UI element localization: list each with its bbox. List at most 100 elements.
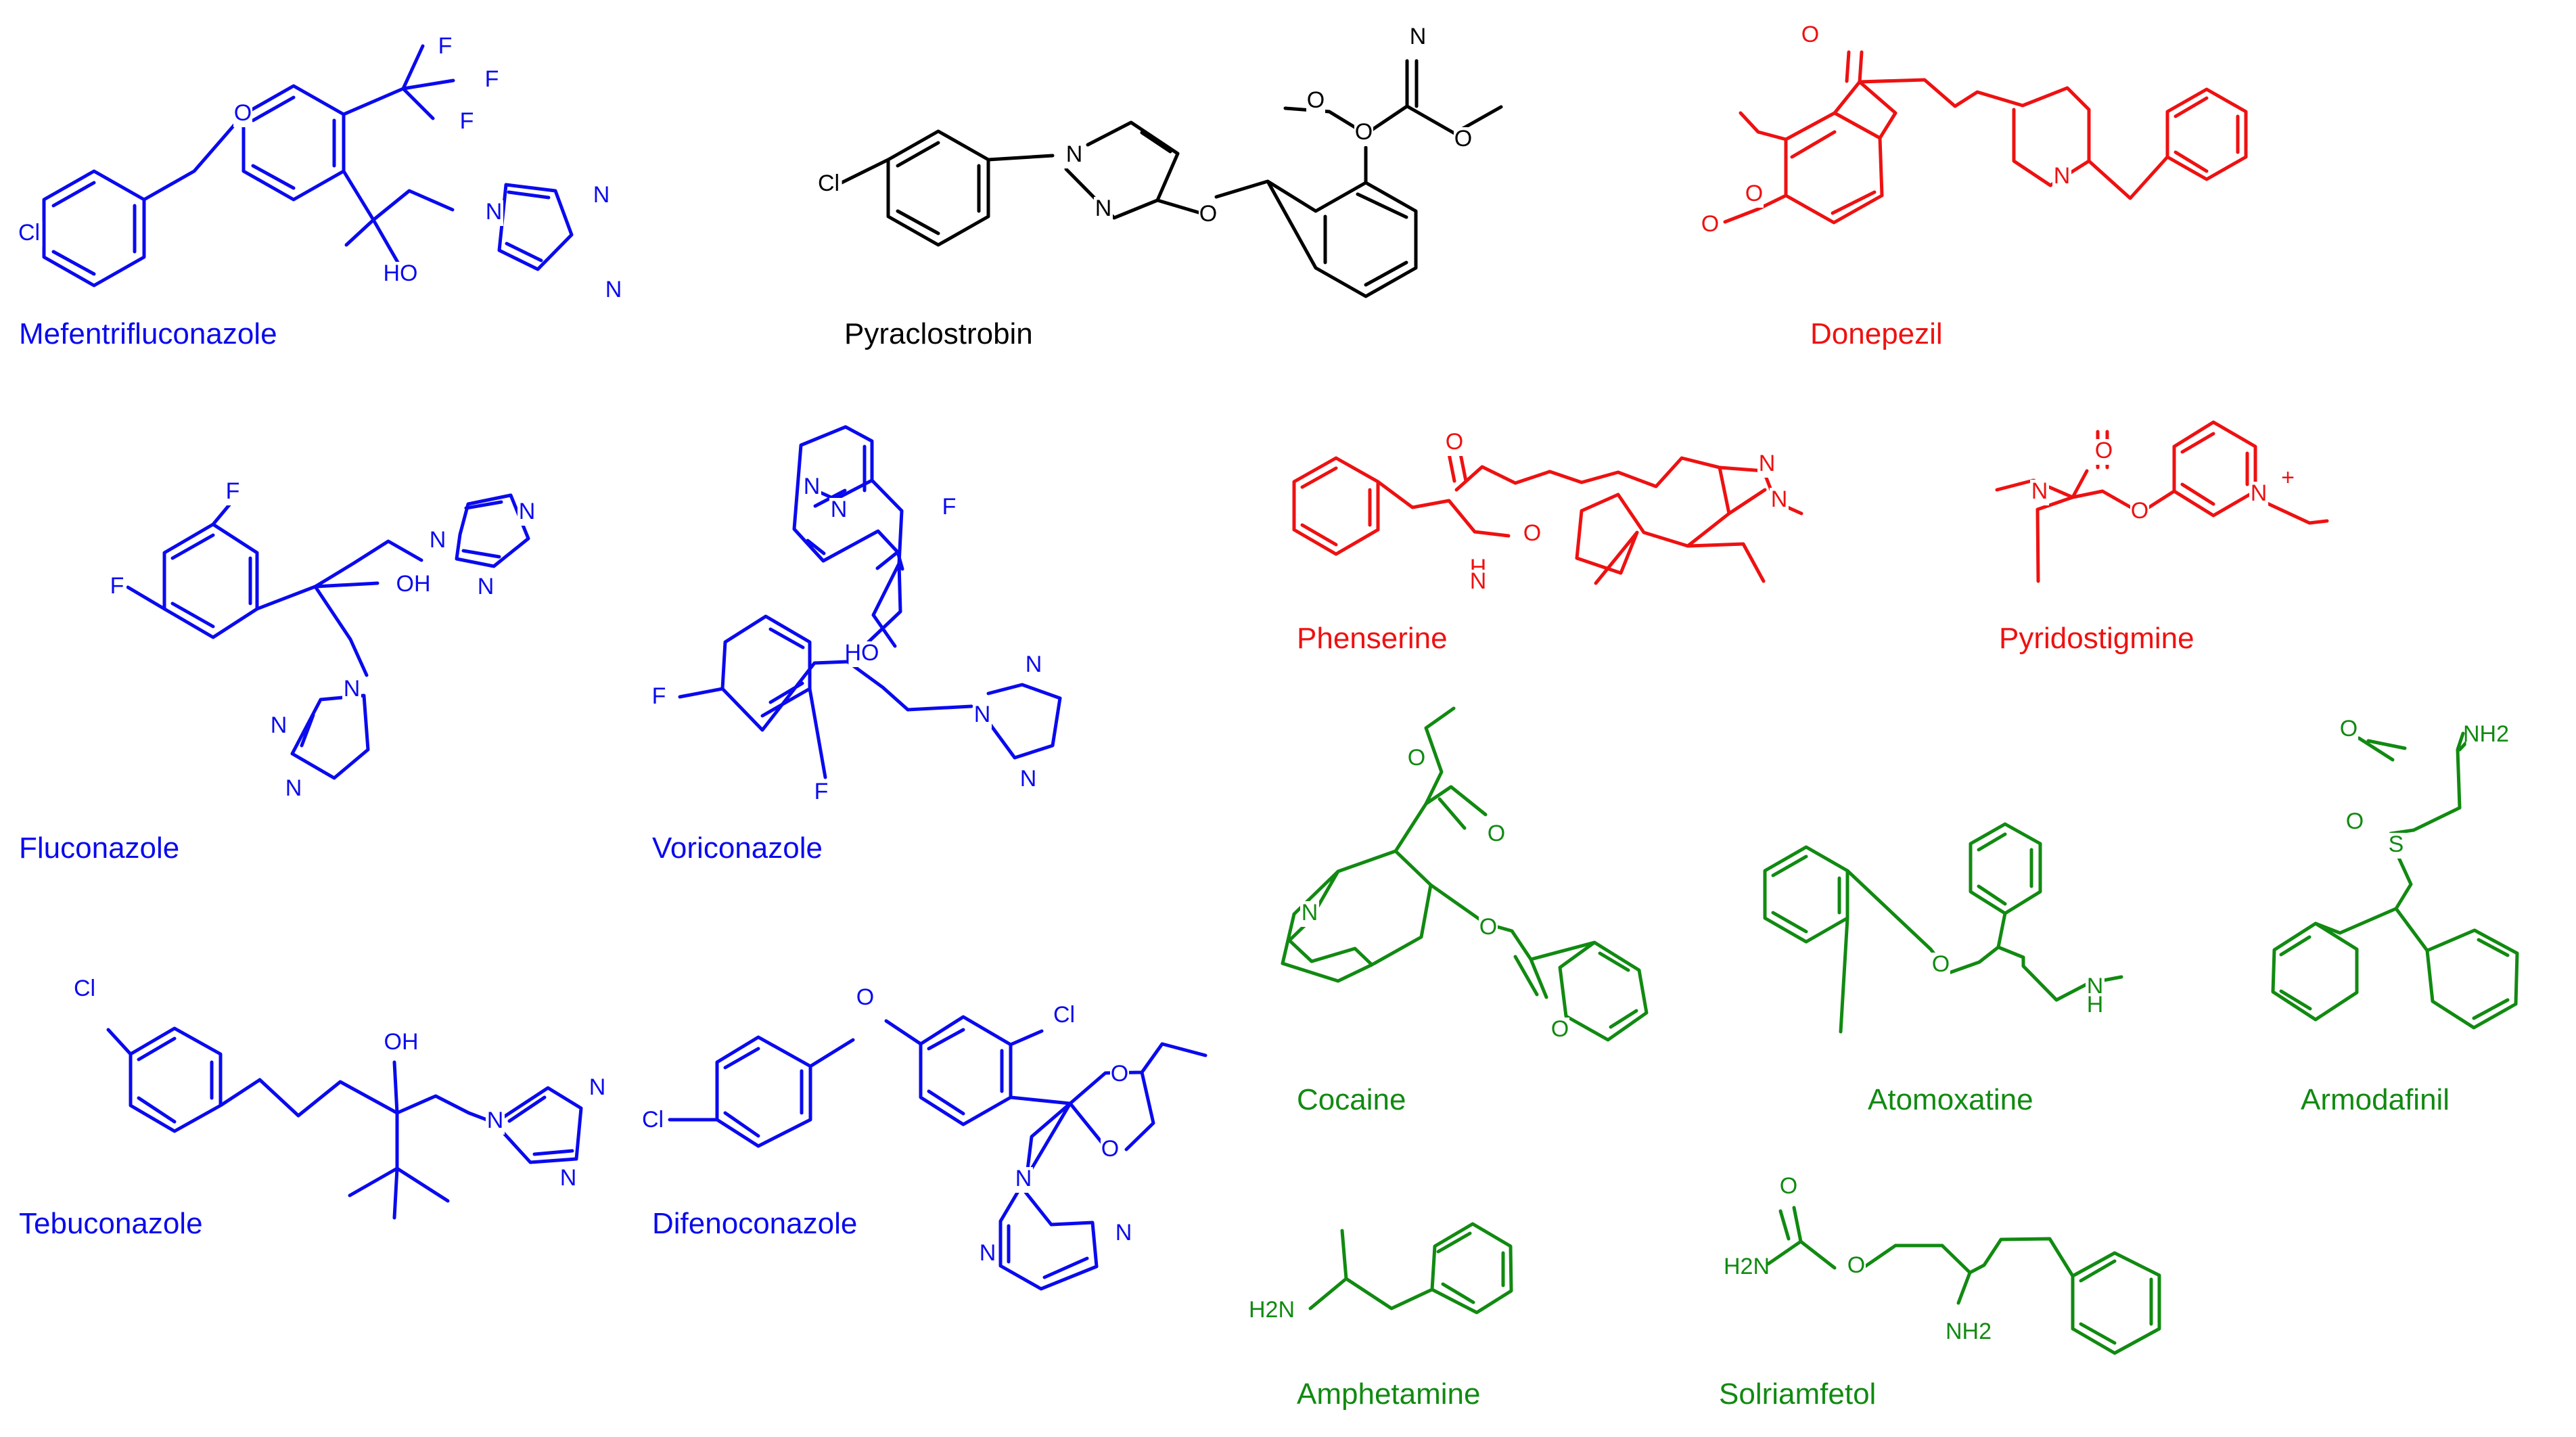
mefentrifluconazole-atom-backdrop	[436, 35, 455, 60]
pyraclostrobin-atom-backdrop	[1454, 127, 1473, 153]
amphetamine-atom-backdrop	[1251, 1298, 1292, 1324]
pyridostigmine-atom-label: N	[2031, 478, 2048, 504]
armodafinil-atom-backdrop	[2339, 717, 2358, 743]
pyraclostrobin-atom-label: N	[1066, 141, 1083, 167]
mefentrifluconazole-atom-label: HO	[384, 260, 418, 286]
atomoxatine-atom-backdrop	[2086, 993, 2104, 1019]
armodafinil-atom-backdrop	[2387, 833, 2406, 859]
phenserine-atom-backdrop	[1770, 488, 1789, 514]
mefentrifluconazole-atom-label: N	[593, 182, 610, 208]
tebuconazole-atom-backdrop	[71, 977, 98, 1003]
atomoxatine-name-label: Atomoxatine	[1868, 1083, 2033, 1116]
cocaine-atom-backdrop	[1300, 901, 1319, 927]
difenoconazole-atom-label: Cl	[642, 1107, 664, 1133]
armodafinil-atom-backdrop	[2345, 810, 2364, 836]
voriconazole-atom-label: N	[831, 497, 848, 522]
voriconazole-bonds	[678, 425, 1062, 779]
pyridostigmine-atom-backdrop	[2094, 439, 2113, 465]
difenoconazole-atom-label: O	[1111, 1061, 1128, 1087]
tebuconazole-bonds	[106, 1026, 583, 1220]
solriamfetol-atom-backdrop	[1948, 1320, 1989, 1346]
phenserine-name-label: Phenserine	[1297, 622, 1448, 655]
cocaine-atom-label: O	[1408, 745, 1425, 771]
solriamfetol-atom-label: H2N	[1724, 1254, 1770, 1279]
armodafinil-atom-label: O	[2346, 808, 2364, 834]
cocaine-atom-backdrop	[1550, 1018, 1569, 1043]
donepezil-atom-backdrop	[2052, 164, 2071, 190]
mefentrifluconazole-bonds	[42, 44, 574, 288]
fluconazole-atom-backdrop	[108, 574, 127, 600]
donepezil-atom-backdrop	[1701, 212, 1720, 238]
difenoconazole-atom-backdrop	[856, 986, 875, 1011]
cocaine-atom-label: O	[1488, 821, 1505, 846]
difenoconazole-atom-backdrop	[1014, 1167, 1033, 1193]
pyraclostrobin-atom-label: N	[1095, 196, 1112, 221]
phenserine-atom-label: N	[1771, 486, 1788, 512]
tebuconazole-atom-label: N	[560, 1165, 577, 1191]
voriconazole-atom-backdrop	[649, 685, 668, 710]
difenoconazole-atom-backdrop	[1101, 1137, 1120, 1163]
cocaine-atom-backdrop	[1479, 915, 1498, 941]
mefentrifluconazole-atom-backdrop	[233, 101, 252, 127]
mefentrifluconazole-atom-backdrop	[482, 68, 501, 93]
fluconazole-atom-label: N	[478, 574, 495, 599]
tebuconazole-atom-label: Cl	[74, 976, 95, 1001]
pyraclostrobin-atom-label: Cl	[818, 170, 840, 196]
tebuconazole-atom-label: N	[589, 1074, 606, 1100]
solriamfetol-atom-label: O	[1847, 1252, 1865, 1278]
pyraclostrobin-atom-backdrop	[1065, 143, 1084, 168]
difenoconazole-atom-backdrop	[1114, 1221, 1133, 1247]
voriconazole-atom-label: F	[942, 494, 957, 520]
mefentrifluconazole-atom-label: O	[234, 100, 252, 126]
mefentrifluconazole-atom-label: F	[460, 108, 474, 134]
difenoconazole-atom-backdrop	[639, 1108, 666, 1134]
mefentrifluconazole-atom-backdrop	[604, 278, 623, 304]
difenoconazole-atom-backdrop	[1110, 1062, 1129, 1088]
fluconazole-bonds	[126, 493, 530, 780]
phenserine-atom-backdrop	[1523, 522, 1542, 547]
fluconazole-atom-backdrop	[400, 572, 427, 598]
donepezil-name-label: Donepezil	[1810, 317, 1943, 350]
mefentrifluconazole-atom-backdrop	[457, 110, 476, 135]
difenoconazole-atom-backdrop	[978, 1241, 997, 1267]
fluconazole-atom-label: F	[226, 478, 240, 504]
atomoxatine-atom-label: H	[2087, 992, 2104, 1018]
pyraclostrobin-name-label: Pyraclostrobin	[844, 317, 1033, 350]
fluconazole-atom-backdrop	[342, 677, 361, 703]
fluconazole-name-label: Fluconazole	[19, 831, 179, 865]
fluconazole-atom-label: N	[271, 712, 288, 738]
fluconazole-atom-label: N	[344, 676, 361, 702]
solriamfetol-atom-backdrop	[1726, 1255, 1767, 1281]
difenoconazole-atom-backdrop	[1051, 1003, 1078, 1029]
pyraclostrobin-atom-backdrop	[1094, 197, 1113, 223]
difenoconazole-name-label: Difenoconazole	[652, 1207, 857, 1240]
pyridostigmine-atom-backdrop	[2249, 482, 2268, 507]
solriamfetol-atom-backdrop	[1779, 1174, 1798, 1200]
tebuconazole-atom-backdrop	[588, 1076, 607, 1101]
mefentrifluconazole-atom-label: F	[485, 66, 499, 92]
cocaine-atom-label: O	[1479, 914, 1497, 940]
fluconazole-atom-backdrop	[518, 500, 536, 526]
phenserine-atom-backdrop	[1469, 570, 1488, 595]
fluconazole-atom-backdrop	[269, 714, 288, 739]
solriamfetol-name-label: Solriamfetol	[1719, 1377, 1876, 1411]
cocaine-bonds	[1281, 706, 1649, 1042]
fluconazole-atom-label: OH	[396, 571, 431, 597]
fluconazole-atom-backdrop	[476, 575, 495, 601]
phenserine-bonds	[1292, 445, 1803, 585]
phenserine-atom-backdrop	[1445, 430, 1464, 456]
pyridostigmine-atom-label: O	[2131, 498, 2148, 524]
cocaine-name-label: Cocaine	[1297, 1083, 1406, 1116]
voriconazole-atom-label: N	[804, 474, 821, 499]
solriamfetol-bonds	[1766, 1206, 2161, 1355]
difenoconazole-atom-label: O	[1101, 1136, 1119, 1162]
voriconazole-atom-label: N	[974, 702, 991, 727]
pyraclostrobin-atom-backdrop	[815, 172, 842, 198]
